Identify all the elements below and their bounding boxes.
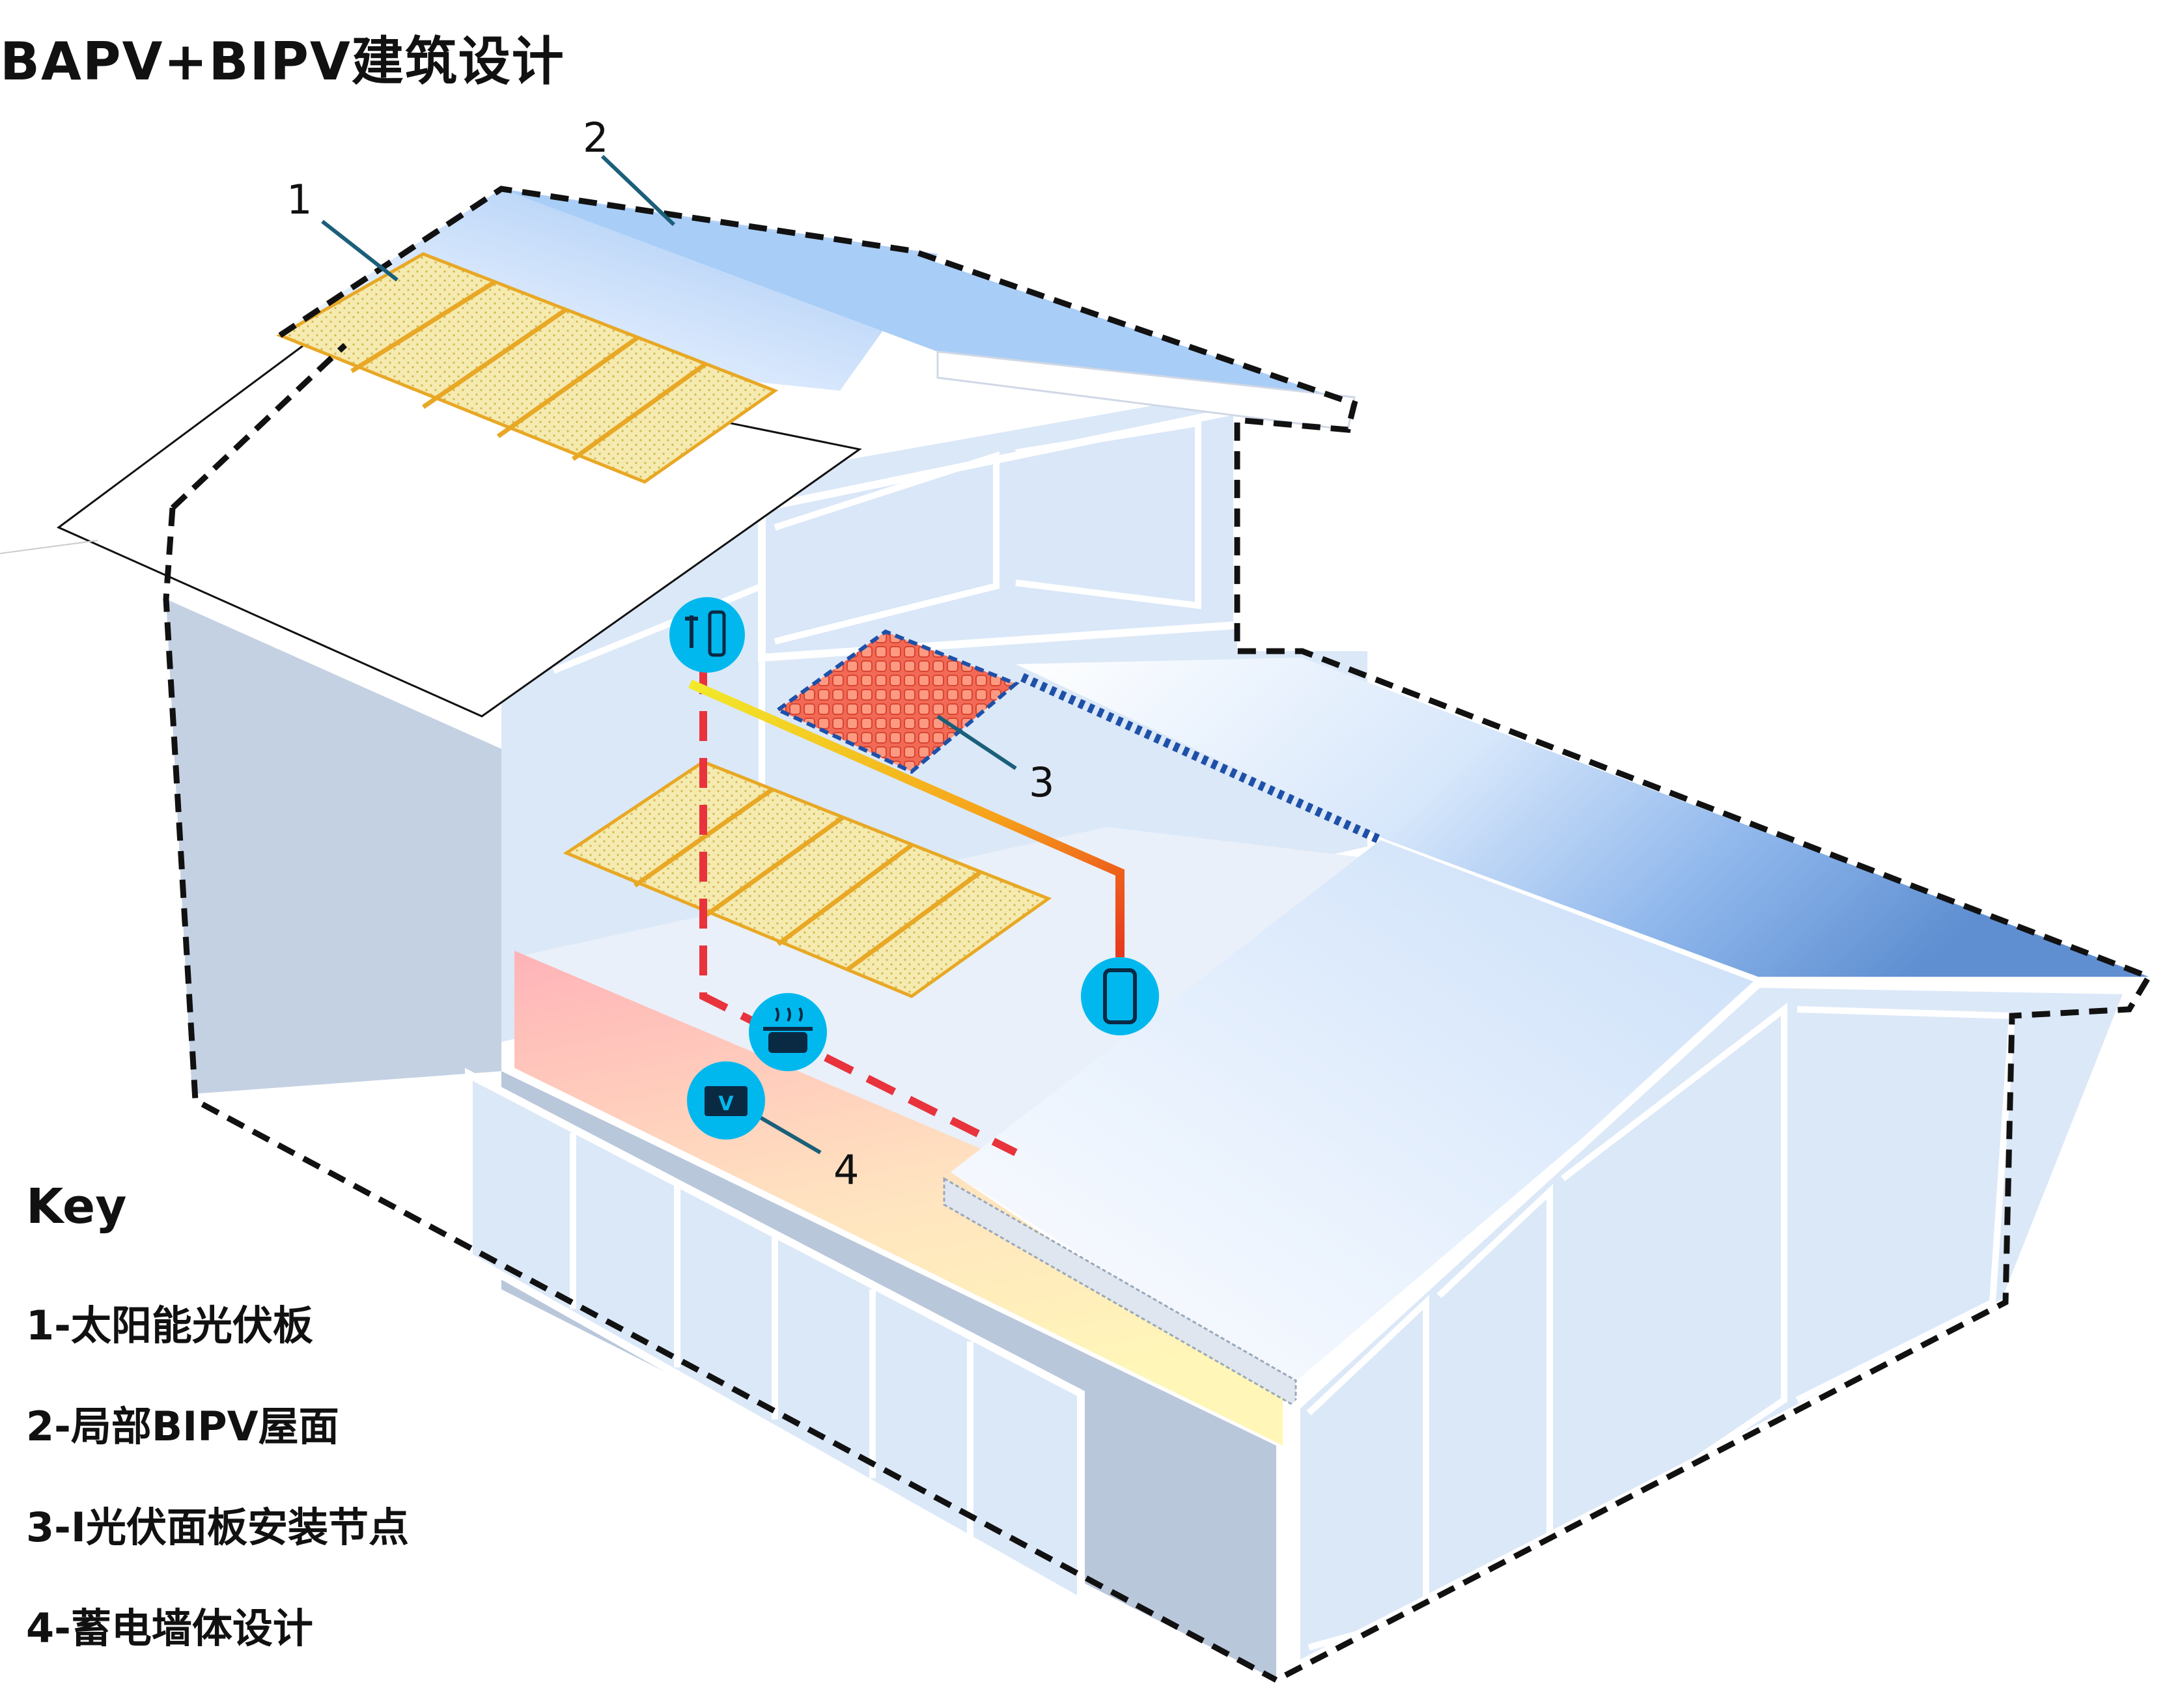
gable-window-2 bbox=[1436, 1184, 1553, 1605]
page-title: BAPV+BIPV建筑设计 bbox=[0, 31, 565, 92]
battery-label: V bbox=[718, 1093, 734, 1115]
power-outlet-icon bbox=[669, 597, 745, 673]
pv-mount-node bbox=[774, 629, 1020, 774]
key-item-4: 4-蓄电墙体设计 bbox=[26, 1604, 313, 1652]
pv-panel-array-top bbox=[276, 252, 779, 484]
ground-line bbox=[0, 540, 98, 554]
callout-1: 1 bbox=[287, 176, 313, 223]
main-roof-front-shade bbox=[951, 840, 1758, 1387]
key-item-3: 3-I光伏面板安装节点 bbox=[26, 1504, 409, 1551]
gable-window-4 bbox=[1795, 1006, 2016, 1403]
roof-gutter-dotted bbox=[1020, 673, 1382, 845]
key-item-1: 1-太阳能光伏板 bbox=[26, 1302, 313, 1349]
upper-roof-bipv bbox=[501, 189, 1354, 404]
smartphone-icon bbox=[1081, 957, 1159, 1035]
pv-panel-array-mid bbox=[563, 760, 1052, 998]
upper-window-frame-2 bbox=[1015, 419, 1201, 609]
battery-icon: V bbox=[687, 1061, 765, 1140]
callout-2: 2 bbox=[583, 114, 609, 161]
leader-2 bbox=[600, 154, 676, 227]
wire-outlet-to-phone bbox=[688, 679, 1125, 957]
leader-1 bbox=[321, 219, 398, 282]
callout-3: 3 bbox=[1029, 759, 1055, 806]
outline-dashed bbox=[163, 186, 2153, 1683]
callout-4: 4 bbox=[833, 1146, 860, 1194]
upper-window-frame bbox=[774, 451, 1000, 645]
main-roof-bipv bbox=[1016, 658, 2149, 977]
key-item-2: 2-局部BIPV屋面 bbox=[26, 1403, 339, 1450]
wire-outlet-to-storage bbox=[699, 664, 1018, 1156]
key-heading: Key bbox=[26, 1179, 127, 1235]
right-gable-wall bbox=[1291, 978, 2136, 1675]
leader-3 bbox=[936, 714, 1017, 770]
cooking-pot-icon bbox=[749, 993, 827, 1071]
left-side-wall bbox=[166, 599, 501, 1094]
